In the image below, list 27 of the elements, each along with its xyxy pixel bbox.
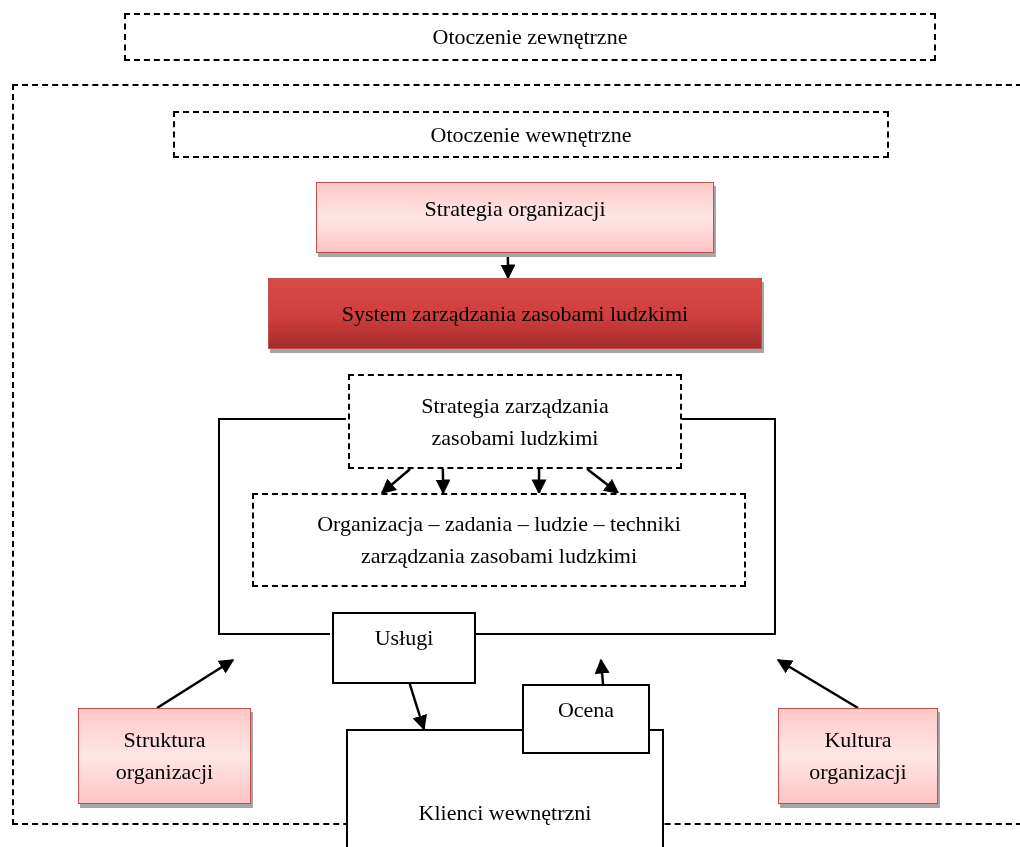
arrow <box>156 658 235 710</box>
box-label: Otoczenie zewnętrzne <box>432 23 628 52</box>
box-label: System zarządzania zasobami ludzkimi <box>341 299 689 328</box>
arrow <box>531 469 547 495</box>
box-label: Usługi <box>374 624 434 652</box>
box-label: Strategia organizacji <box>424 195 606 223</box>
process-box <box>332 612 476 684</box>
box-label: Organizacja – zadania – ludzie – techniki zarządzania zasobami ludzkimi <box>316 510 682 570</box>
arrow <box>776 658 859 710</box>
dashed-frame <box>12 84 1020 825</box>
box-label: Strategia zarządzania zasobami ludzkimi <box>420 391 610 452</box>
process-box <box>252 493 746 587</box>
box-label: Kultura organizacji <box>808 726 908 786</box>
arrow <box>408 683 427 731</box>
arrow <box>435 469 451 495</box>
label-box <box>173 111 889 158</box>
process-box <box>348 374 682 469</box>
box-label: Otoczenie wewnętrzne <box>430 120 632 149</box>
arrow <box>594 658 610 685</box>
box-label: Klienci wewnętrzni <box>418 799 592 827</box>
label-box <box>124 13 936 61</box>
arrow <box>586 468 620 494</box>
process-box <box>522 684 650 754</box>
box-label: Struktura organizacji <box>114 726 215 786</box>
box-label: Ocena <box>557 696 615 724</box>
arrow <box>380 468 411 494</box>
process-box <box>346 729 664 847</box>
